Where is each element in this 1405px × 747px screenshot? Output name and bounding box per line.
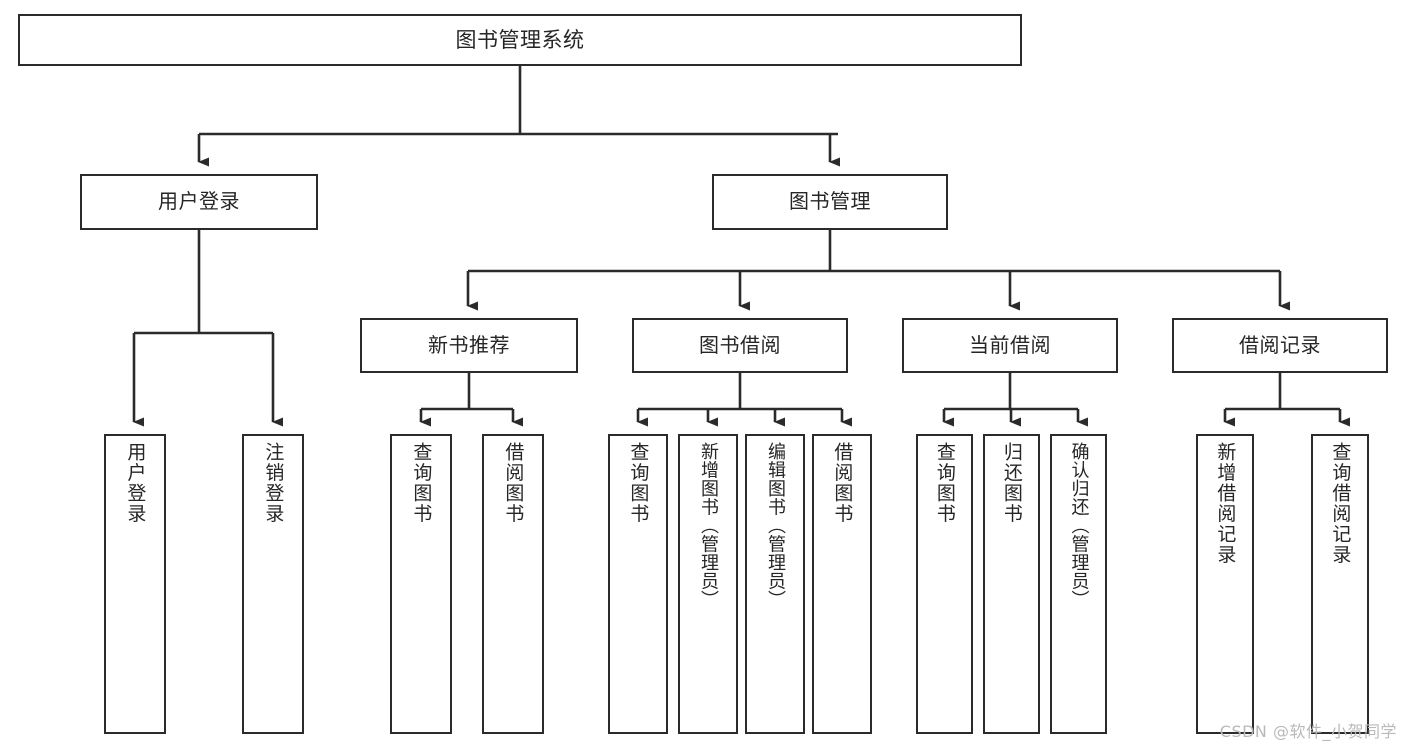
leaf-logout[interactable]: 注销登录 [242,434,304,734]
leaf-confirm-return-admin[interactable]: 确认归还（管理员） [1050,434,1107,734]
node-new-book-recommend-label: 新书推荐 [428,332,510,357]
node-root[interactable]: 图书管理系统 [18,14,1022,66]
node-book-borrow-label: 图书借阅 [699,332,781,357]
leaf-query-book-recommend-label: 查询图书 [410,442,433,524]
leaf-query-borrow-record-label: 查询借阅记录 [1329,442,1352,565]
leaf-user-login-label: 用户登录 [124,442,147,524]
leaf-borrow-book-recommend-label: 借阅图书 [502,442,525,524]
node-user-login-label: 用户登录 [158,189,240,214]
leaf-query-borrow-record[interactable]: 查询借阅记录 [1311,434,1369,734]
node-root-label: 图书管理系统 [455,27,585,52]
csdn-watermark: CSDN @软件_小贺同学 [1219,722,1397,741]
leaf-add-book-admin-label: 新增图书（管理员） [697,442,719,609]
node-current-borrow-label: 当前借阅 [969,332,1051,357]
node-new-book-recommend[interactable]: 新书推荐 [360,318,578,373]
leaf-logout-label: 注销登录 [262,442,285,524]
leaf-borrow-book[interactable]: 借阅图书 [812,434,872,734]
leaf-borrow-book-label: 借阅图书 [831,442,854,524]
node-borrow-record[interactable]: 借阅记录 [1172,318,1388,373]
leaf-query-book-current-label: 查询图书 [933,442,956,524]
leaf-edit-book-admin-label: 编辑图书（管理员） [764,442,786,609]
node-current-borrow[interactable]: 当前借阅 [902,318,1118,373]
leaf-add-borrow-record[interactable]: 新增借阅记录 [1196,434,1254,734]
leaf-query-book-borrow[interactable]: 查询图书 [608,434,668,734]
leaf-add-borrow-record-label: 新增借阅记录 [1214,442,1237,565]
leaf-user-login[interactable]: 用户登录 [104,434,166,734]
leaf-confirm-return-admin-label: 确认归还（管理员） [1068,442,1090,609]
node-borrow-record-label: 借阅记录 [1239,332,1321,357]
node-user-login[interactable]: 用户登录 [80,174,318,230]
leaf-query-book-borrow-label: 查询图书 [627,442,650,524]
leaf-add-book-admin[interactable]: 新增图书（管理员） [678,434,738,734]
leaf-return-book[interactable]: 归还图书 [983,434,1040,734]
node-book-management[interactable]: 图书管理 [712,174,948,230]
leaf-query-book-recommend[interactable]: 查询图书 [390,434,452,734]
leaf-return-book-label: 归还图书 [1000,442,1023,524]
leaf-borrow-book-recommend[interactable]: 借阅图书 [482,434,544,734]
leaf-query-book-current[interactable]: 查询图书 [916,434,973,734]
node-book-management-label: 图书管理 [789,189,871,214]
leaf-edit-book-admin[interactable]: 编辑图书（管理员） [745,434,805,734]
node-book-borrow[interactable]: 图书借阅 [632,318,848,373]
